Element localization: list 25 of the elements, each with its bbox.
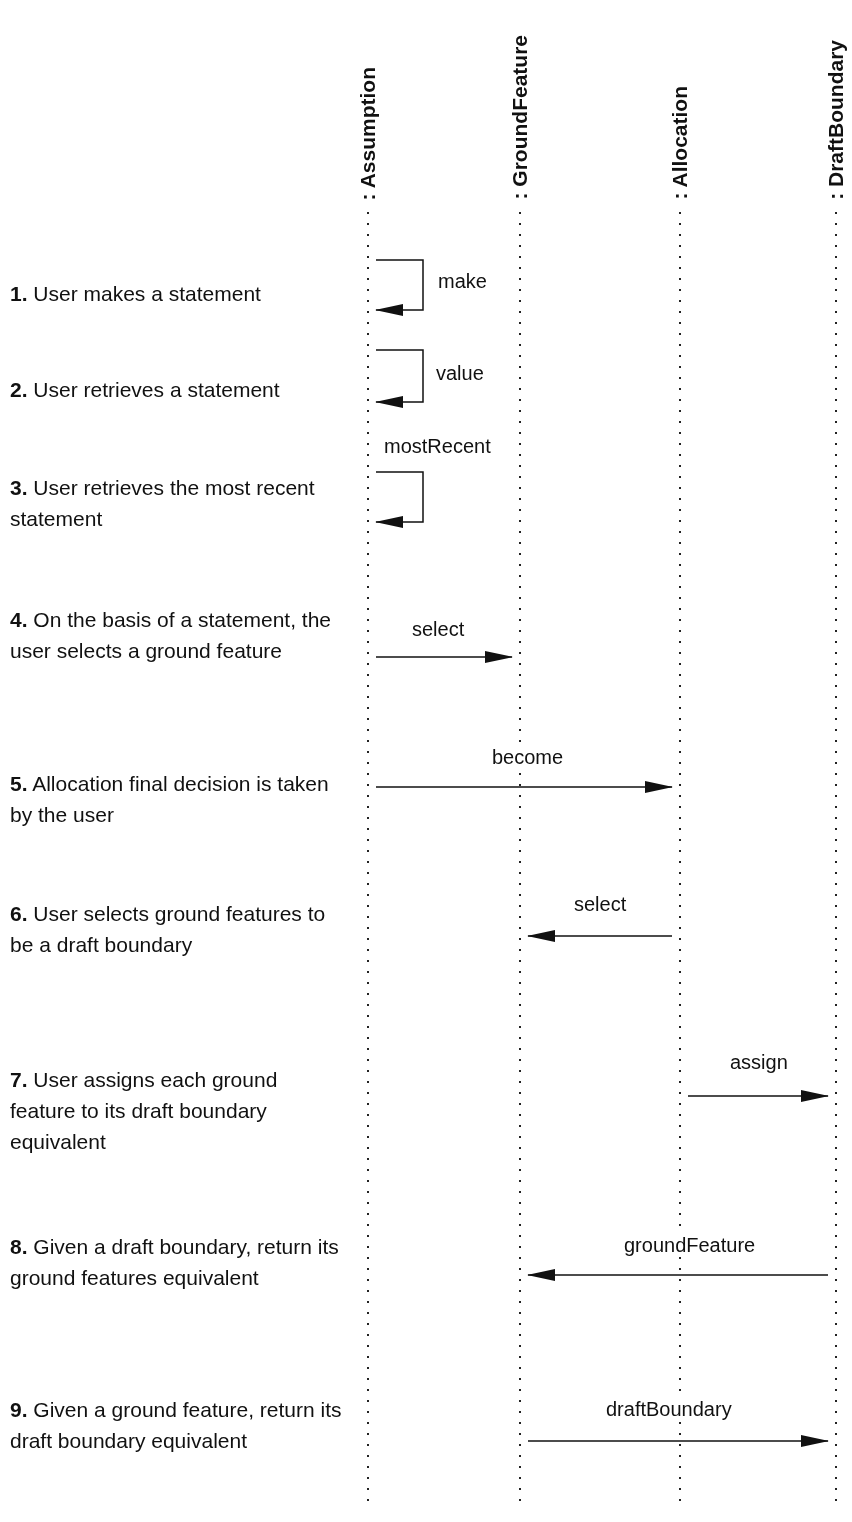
lifeline-label: : Allocation	[668, 86, 692, 200]
self-message-arrow	[375, 471, 424, 528]
step-description: 9. Given a ground feature, return its draft boundary equivalent	[10, 1397, 343, 1454]
message-arrow	[527, 930, 673, 942]
step-description: 3. User retrieves the most recent statement	[10, 475, 316, 532]
edge-label: assign	[728, 1051, 790, 1074]
step-description: 1. User makes a statement	[10, 281, 262, 307]
self-message-arrow	[375, 349, 424, 408]
message-arrow	[527, 1435, 829, 1447]
lifeline-label: : DraftBoundary	[824, 40, 848, 200]
lifeline-label: : Assumption	[356, 66, 380, 200]
step-description: 2. User retrieves a statement	[10, 377, 281, 403]
message-arrow	[527, 1269, 829, 1281]
step-description: 5. Allocation final decision is taken by the user	[10, 771, 330, 828]
self-message-arrow	[375, 259, 424, 316]
step-description: 7. User assigns each ground feature to its draft boundary equivalent	[10, 1067, 279, 1155]
message-arrow	[375, 651, 513, 663]
step-description: 8. Given a draft boundary, return its ground features equivalent	[10, 1234, 340, 1291]
message-arrow	[687, 1090, 829, 1102]
step-description: 4. On the basis of a statement, the user selects a ground feature	[10, 607, 333, 664]
lifeline-label: : GroundFeature	[508, 35, 532, 200]
message-arrow	[375, 781, 673, 793]
step-description: 6. User selects ground features to be a draft boundary	[10, 901, 327, 958]
edge-label: draftBoundary	[604, 1398, 734, 1421]
edge-label: groundFeature	[622, 1234, 758, 1257]
